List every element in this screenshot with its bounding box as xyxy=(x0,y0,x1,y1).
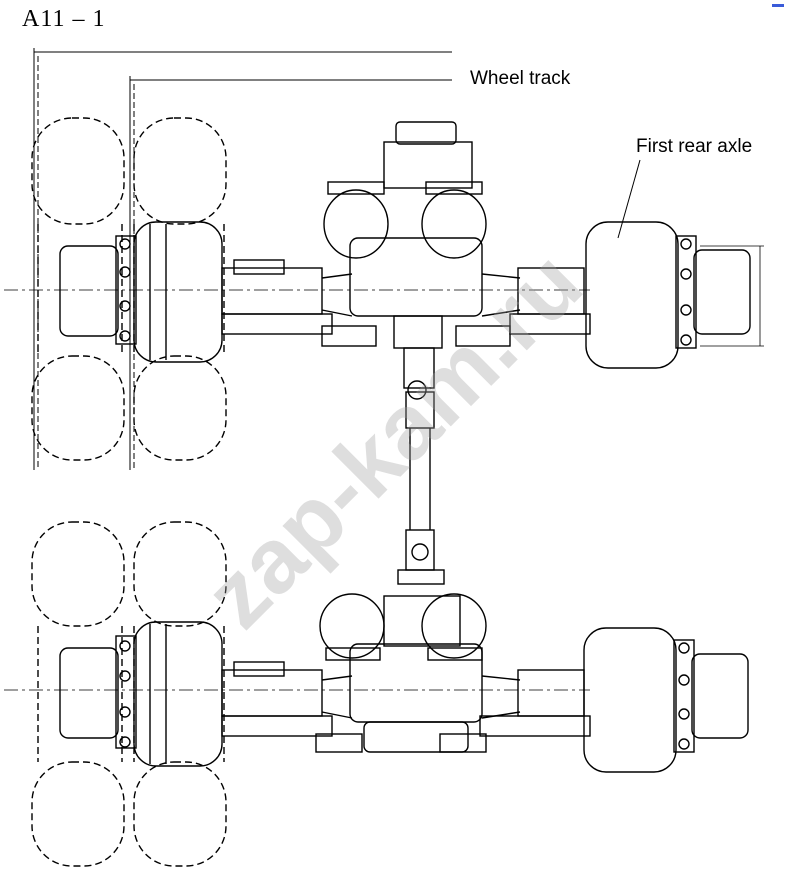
propeller-shaft xyxy=(397,391,445,585)
figure-id: A11 – 1 xyxy=(22,6,106,32)
dimension-lines xyxy=(33,48,641,470)
left-tyres-top xyxy=(31,117,227,461)
wheel-track-label: Wheel track xyxy=(470,68,571,89)
left-hub-top xyxy=(59,221,223,363)
first-rear-axle-assembly xyxy=(4,117,764,461)
axle-housing-right-top xyxy=(321,267,591,347)
left-hub-bottom xyxy=(59,621,223,767)
brake-chambers-bottom xyxy=(319,593,487,661)
right-hub-bottom xyxy=(583,627,749,773)
corner-mark xyxy=(772,4,784,7)
differential-carrier-top xyxy=(349,121,483,400)
second-rear-axle-assembly xyxy=(4,521,749,867)
right-hub-top xyxy=(585,221,764,369)
brake-chambers-top xyxy=(323,181,487,259)
axle-housing-right-bottom xyxy=(315,669,591,753)
axle-housing-left-bottom xyxy=(221,661,353,737)
axle-housing-left-top xyxy=(221,259,353,335)
first-rear-axle-label: First rear axle xyxy=(636,136,753,157)
differential-carrier-bottom xyxy=(349,595,483,753)
left-tyres-bottom xyxy=(31,521,227,867)
